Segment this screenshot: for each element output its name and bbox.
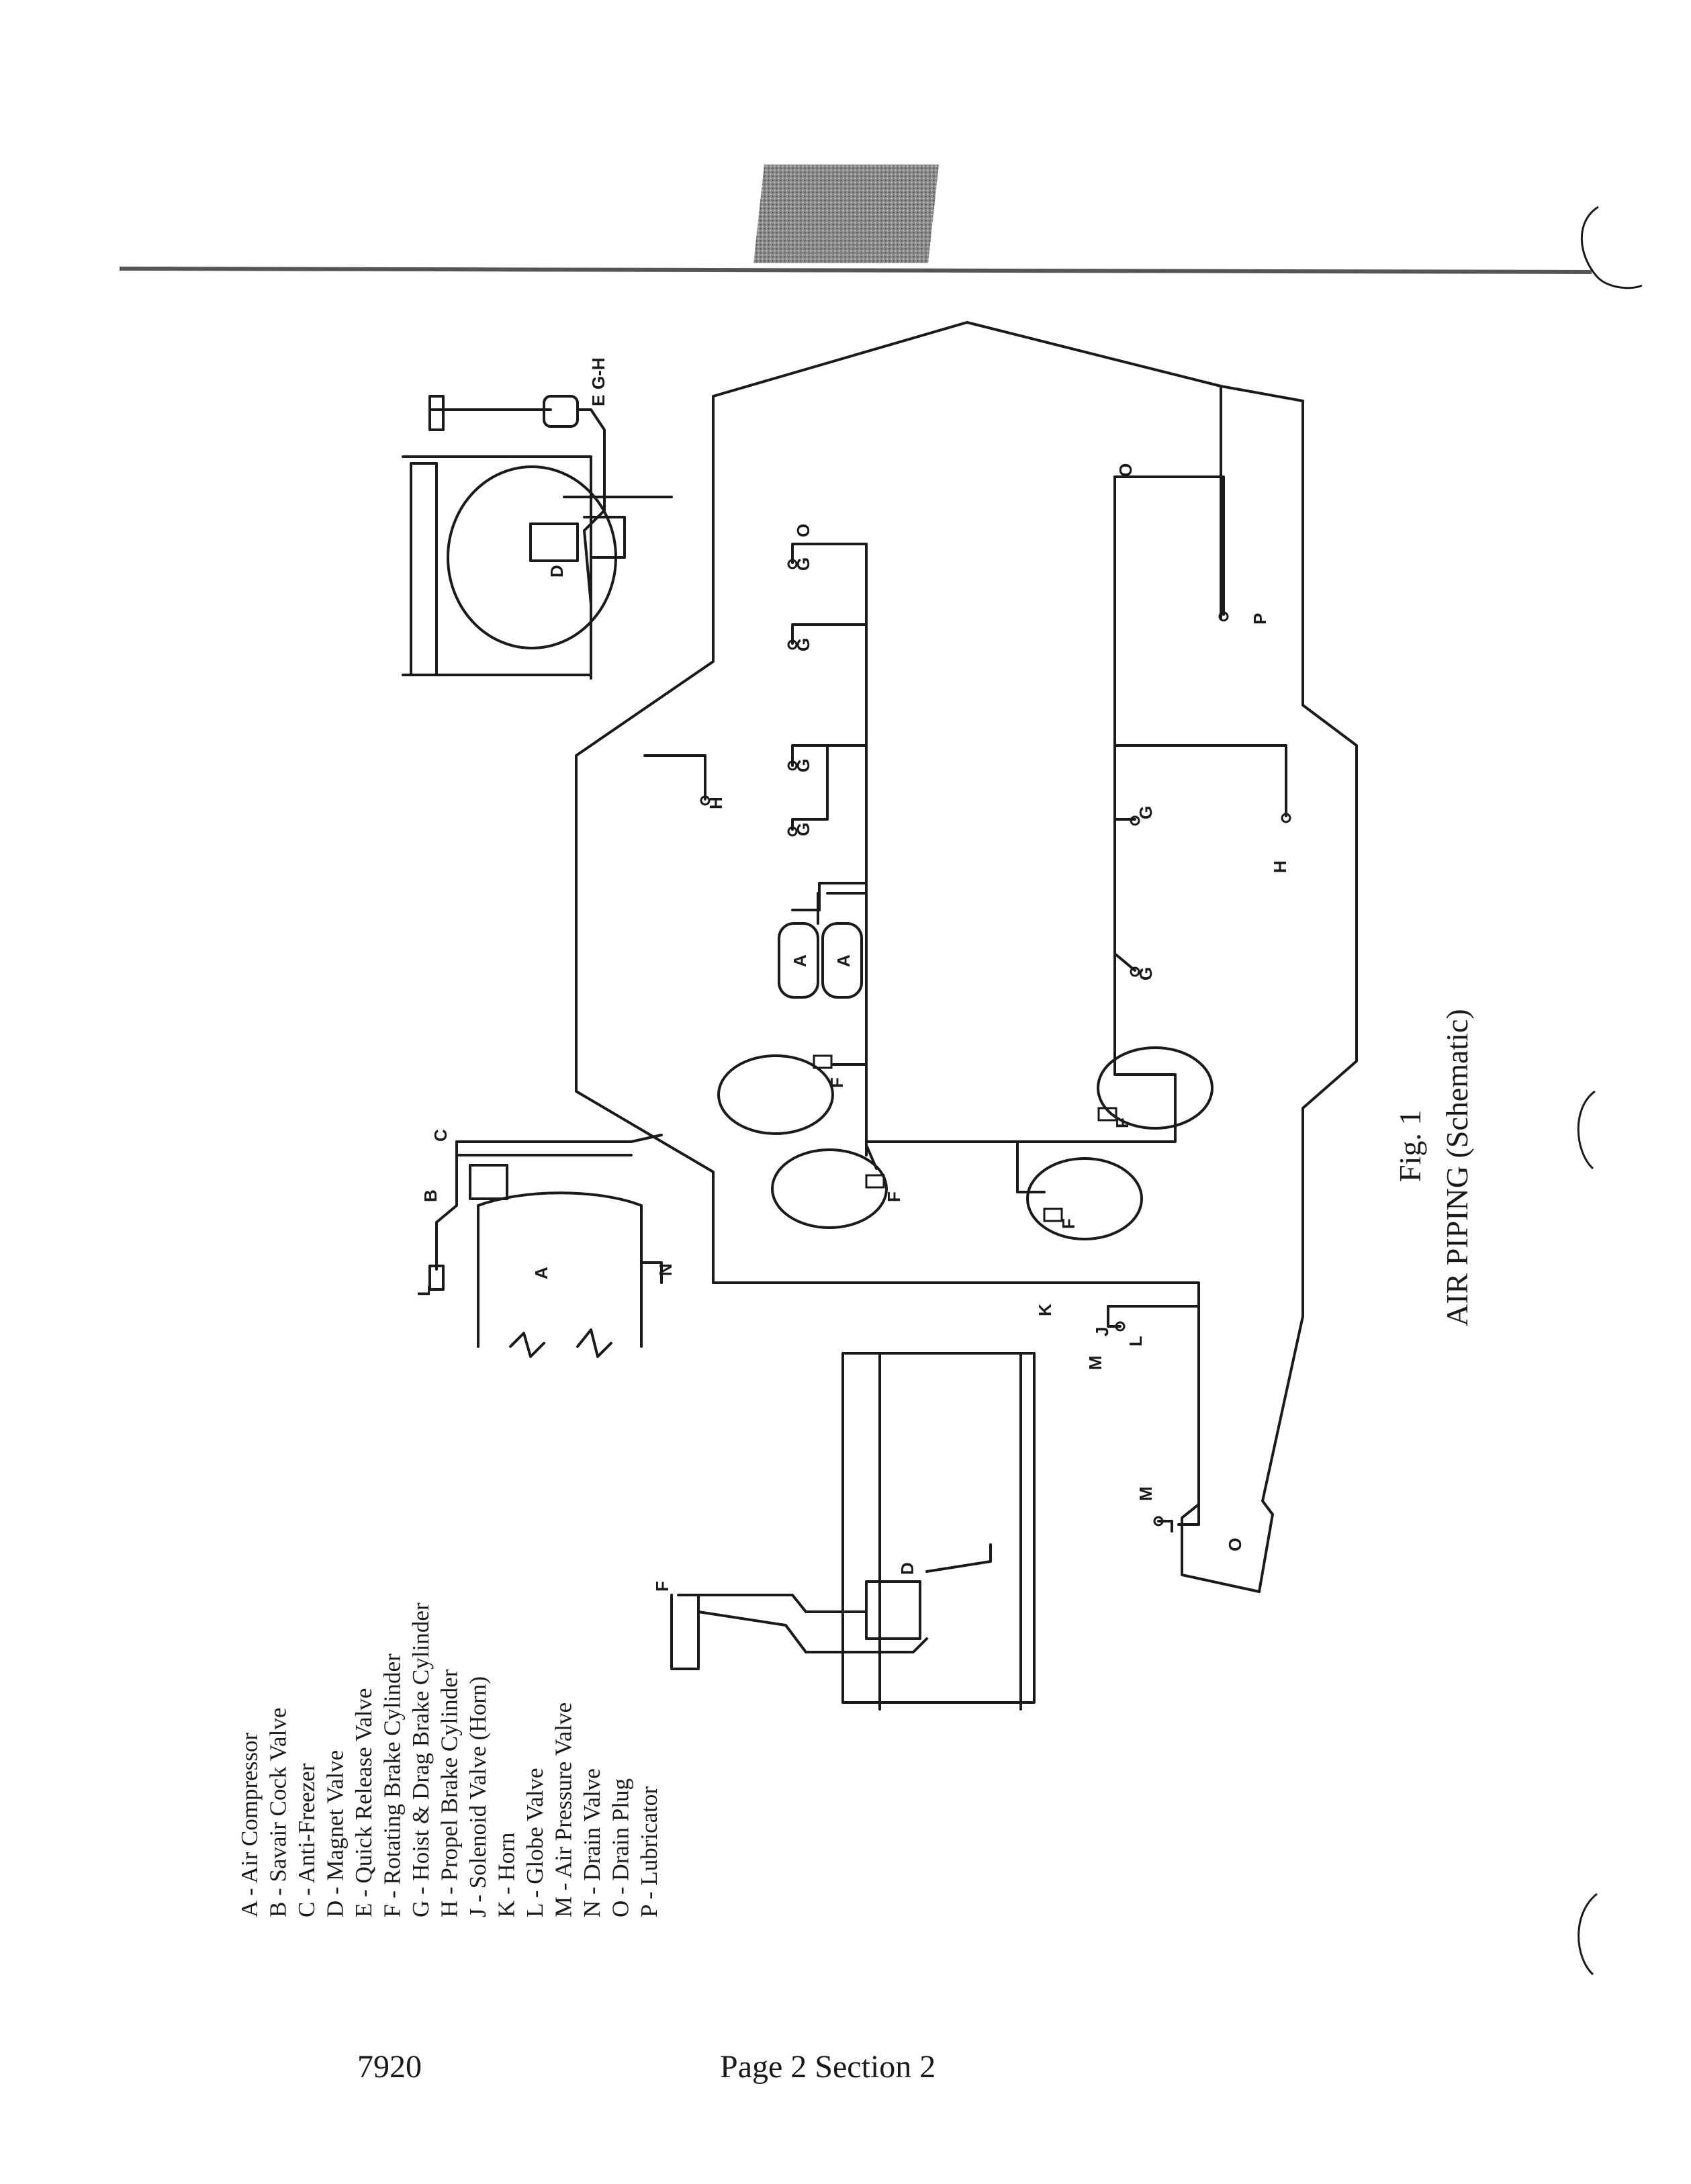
label-g4: G bbox=[793, 823, 813, 836]
label-g1: G bbox=[793, 557, 813, 571]
label-f3: F bbox=[1112, 1118, 1132, 1128]
component-labels: G-H E D O G G G G H A A F F O P G H G F … bbox=[414, 357, 1290, 1592]
left-air-lines bbox=[643, 543, 1177, 1193]
brake-cylinders bbox=[717, 1046, 1214, 1240]
label-g2: G bbox=[793, 638, 813, 651]
right-air-lines bbox=[1107, 385, 1287, 1533]
legend-item: E - Quick Release Valve bbox=[351, 1688, 377, 1917]
margin-mark-low bbox=[1578, 1893, 1598, 1976]
document-number: 7920 bbox=[357, 2049, 422, 2085]
margin-mark-mid bbox=[1577, 1090, 1596, 1170]
label-gh: G-H bbox=[588, 357, 608, 390]
label-j: J bbox=[1092, 1327, 1112, 1336]
company-logo bbox=[753, 165, 939, 263]
label-o2: O bbox=[1115, 463, 1136, 477]
label-k: K bbox=[1035, 1304, 1055, 1316]
label-m2: M bbox=[1136, 1486, 1156, 1501]
label-f1: F bbox=[827, 1077, 847, 1088]
legend-item: P - Lubricator bbox=[636, 1786, 662, 1917]
label-p: P bbox=[1250, 613, 1270, 625]
label-h1: H bbox=[706, 797, 726, 809]
legend-item: G - Hoist & Drag Brake Cylinder bbox=[408, 1602, 434, 1917]
label-a1: A bbox=[790, 954, 810, 967]
label-n: N bbox=[655, 1263, 676, 1276]
legend-item: F - Rotating Brake Cylinder bbox=[379, 1653, 406, 1917]
margin-mark-top bbox=[1580, 206, 1643, 289]
label-d-top: D bbox=[547, 565, 567, 578]
legend-item: H - Propel Brake Cylinder bbox=[437, 1669, 463, 1917]
legend-item: J - Solenoid Valve (Horn) bbox=[465, 1676, 491, 1917]
figure-title: AIR PIPING (Schematic) bbox=[1440, 1009, 1474, 1326]
label-o1: O bbox=[793, 524, 813, 537]
compressor-detail bbox=[428, 1134, 663, 1358]
machine-outline bbox=[575, 321, 1358, 1593]
label-f5: F bbox=[652, 1581, 672, 1592]
legend-item: L - Globe Valve bbox=[522, 1768, 548, 1917]
legend-item: K - Horn bbox=[494, 1833, 520, 1917]
legend-item: A - Air Compressor bbox=[236, 1733, 263, 1917]
label-h2: H bbox=[1270, 860, 1290, 873]
label-g5: G bbox=[1136, 806, 1156, 819]
label-f2: F bbox=[884, 1191, 904, 1202]
valve-assembly bbox=[670, 1352, 1036, 1711]
label-c: C bbox=[430, 1129, 451, 1142]
page-section-label: Page 2 Section 2 bbox=[720, 2049, 936, 2085]
legend-item: D - Magnet Valve bbox=[322, 1750, 349, 1917]
legend-item: C - Anti-Freezer bbox=[293, 1763, 320, 1917]
label-f4: F bbox=[1058, 1218, 1079, 1229]
legend-item: B - Savair Cock Valve bbox=[265, 1708, 291, 1917]
legend-item: N - Drain Valve bbox=[579, 1768, 605, 1917]
figure-number: Fig. 1 bbox=[1393, 1110, 1427, 1182]
label-a3: A bbox=[531, 1267, 551, 1279]
label-b: B bbox=[420, 1189, 441, 1202]
label-g3: G bbox=[793, 759, 813, 772]
component-circles bbox=[700, 559, 1291, 1527]
label-l1: L bbox=[414, 1285, 434, 1296]
figure-caption: Fig. 1 AIR PIPING (Schematic) bbox=[1393, 1009, 1474, 1326]
label-m1: M bbox=[1085, 1355, 1105, 1370]
label-e: E bbox=[588, 395, 608, 406]
legend-item: O - Drain Plug bbox=[608, 1778, 634, 1917]
compressor-tanks bbox=[778, 892, 868, 999]
label-o3: O bbox=[1225, 1538, 1245, 1551]
legend-item: M - Air Pressure Valve bbox=[551, 1702, 577, 1917]
header-rule bbox=[119, 267, 1592, 274]
label-g6: G bbox=[1136, 967, 1156, 981]
label-l2: L bbox=[1126, 1336, 1146, 1347]
top-detail-assembly bbox=[402, 395, 673, 680]
label-d-bottom: D bbox=[897, 1562, 917, 1575]
label-a2: A bbox=[833, 954, 854, 967]
